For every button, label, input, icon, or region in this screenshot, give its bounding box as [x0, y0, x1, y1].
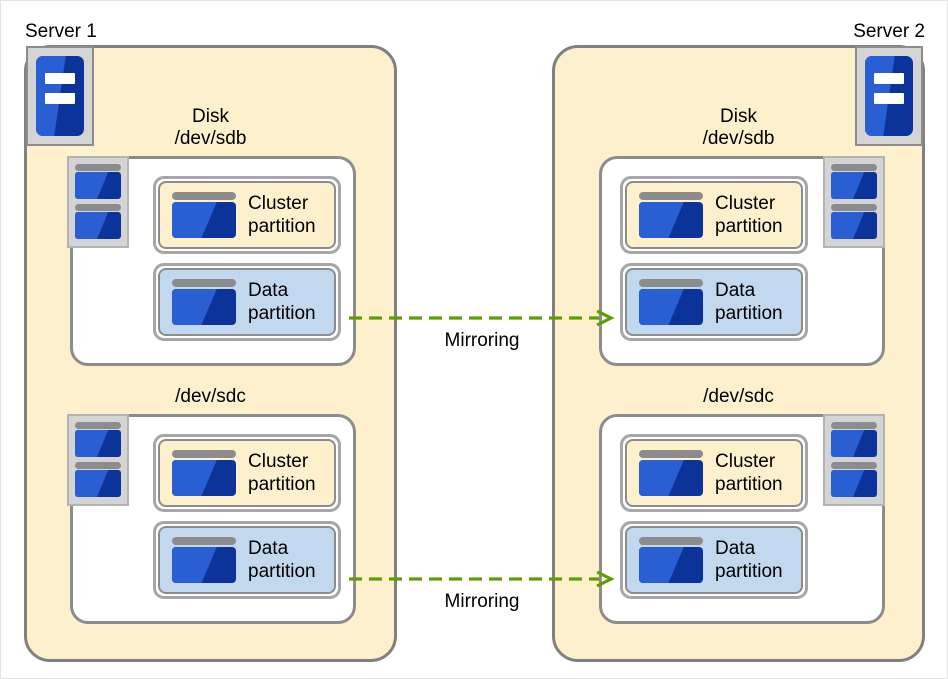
mirroring-label-sdc: Mirroring	[444, 591, 520, 612]
server-2-label: Server 2	[853, 21, 925, 42]
server-1-box[interactable]: Disk /dev/sdb Cluster partition	[24, 45, 397, 662]
label-line-2: partition	[715, 216, 783, 237]
cluster-partition-sdc[interactable]: Cluster partition	[620, 434, 808, 512]
disk-container-sdb[interactable]: Cluster partition Data partition	[70, 156, 356, 366]
cluster-partition-sdb[interactable]: Cluster partition	[620, 176, 808, 254]
server-icon-bar-2	[45, 93, 75, 104]
disk-title-line-1: /dev/sdc	[703, 386, 774, 407]
server-2-box[interactable]: Disk /dev/sdb Cluster partition	[552, 45, 925, 662]
disk-title-line-1: Disk	[192, 106, 229, 127]
disk-icon	[823, 156, 885, 248]
label-line-1: Data	[715, 280, 756, 301]
server-icon	[855, 46, 923, 146]
data-partition-label: Data partition	[248, 279, 316, 325]
disk-container-sdc[interactable]: Cluster partition Data partition	[599, 414, 885, 624]
cluster-partition-sdb[interactable]: Cluster partition	[153, 176, 341, 254]
server-icon-body	[36, 56, 84, 136]
cluster-partition-label: Cluster partition	[248, 192, 316, 238]
server-icon-bar-1	[874, 73, 904, 84]
label-line-1: Cluster	[715, 193, 776, 214]
disk-icon	[67, 156, 129, 248]
label-line-1: Data	[248, 280, 289, 301]
server-icon-bar-2	[874, 93, 904, 104]
label-line-1: Cluster	[248, 451, 309, 472]
partition-icon	[172, 192, 236, 238]
partition-icon	[639, 192, 703, 238]
data-partition-sdc[interactable]: Data partition	[620, 521, 808, 599]
label-line-2: partition	[248, 303, 316, 324]
mirroring-arrowhead	[596, 310, 615, 326]
disk-title-line-1: Disk	[720, 106, 757, 127]
label-line-2: partition	[715, 303, 783, 324]
disk-title-line-1: /dev/sdc	[175, 386, 246, 407]
server-icon-body	[865, 56, 913, 136]
data-partition-label: Data partition	[248, 537, 316, 583]
partition-icon	[172, 537, 236, 583]
data-partition-label: Data partition	[715, 537, 783, 583]
disk-title-sdc: /dev/sdc	[555, 386, 922, 408]
mirroring-label-sdb: Mirroring	[444, 330, 520, 351]
label-line-1: Cluster	[248, 193, 309, 214]
disk-title-sdb: Disk /dev/sdb	[555, 106, 922, 150]
mirroring-arrow-sdb	[349, 310, 615, 326]
partition-icon	[639, 279, 703, 325]
label-line-1: Data	[715, 538, 756, 559]
cluster-partition-sdc[interactable]: Cluster partition	[153, 434, 341, 512]
data-partition-sdc[interactable]: Data partition	[153, 521, 341, 599]
disk-title-sdc: /dev/sdc	[27, 386, 394, 408]
label-line-1: Cluster	[715, 451, 776, 472]
data-partition-label: Data partition	[715, 279, 783, 325]
server-1-label: Server 1	[25, 21, 97, 42]
disk-icon	[67, 414, 129, 506]
server-icon-bar-1	[45, 73, 75, 84]
cluster-partition-label: Cluster partition	[248, 450, 316, 496]
label-line-2: partition	[248, 216, 316, 237]
disk-title-line-2: /dev/sdb	[702, 128, 775, 149]
cluster-partition-label: Cluster partition	[715, 450, 783, 496]
partition-icon	[639, 450, 703, 496]
disk-title-line-2: /dev/sdb	[174, 128, 247, 149]
data-partition-sdb[interactable]: Data partition	[620, 263, 808, 341]
server-icon	[26, 46, 94, 146]
label-line-2: partition	[715, 474, 783, 495]
partition-icon	[172, 450, 236, 496]
mirroring-arrow-sdc	[349, 571, 615, 587]
partition-icon	[639, 537, 703, 583]
label-line-2: partition	[248, 561, 316, 582]
label-line-1: Data	[248, 538, 289, 559]
partition-icon	[172, 279, 236, 325]
label-line-2: partition	[248, 474, 316, 495]
disk-container-sdc[interactable]: Cluster partition Data partition	[70, 414, 356, 624]
mirroring-arrowhead	[596, 571, 615, 587]
data-partition-sdb[interactable]: Data partition	[153, 263, 341, 341]
cluster-partition-label: Cluster partition	[715, 192, 783, 238]
disk-title-sdb: Disk /dev/sdb	[27, 106, 394, 150]
disk-icon	[823, 414, 885, 506]
label-line-2: partition	[715, 561, 783, 582]
